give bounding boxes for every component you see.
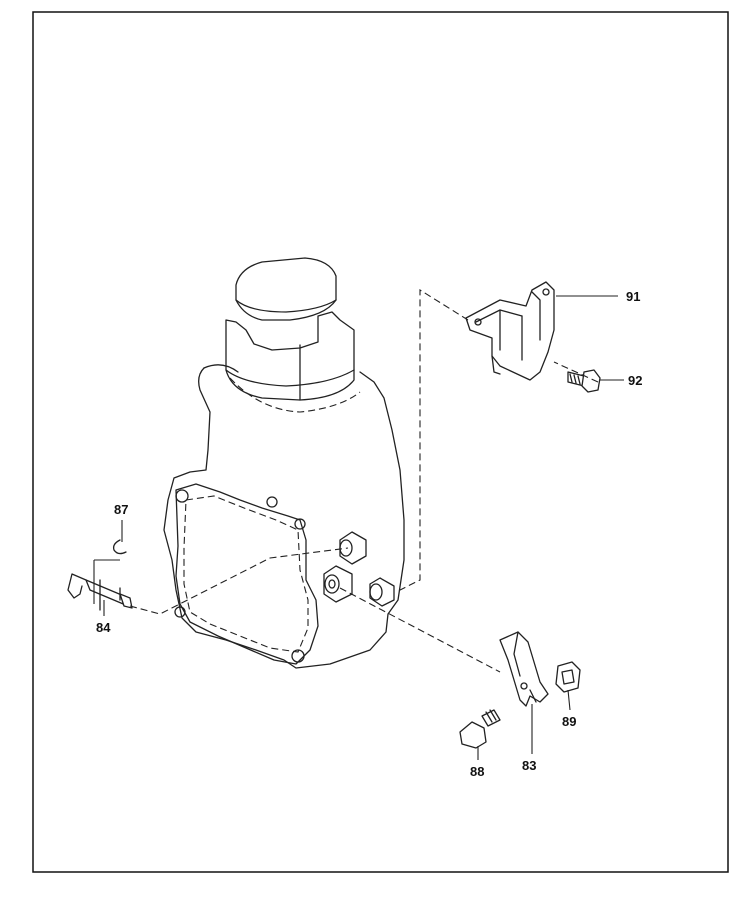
gear-case-housing xyxy=(163,257,405,669)
housing-boss-lower xyxy=(369,577,395,607)
lever-part xyxy=(499,631,549,707)
screw-part xyxy=(459,709,501,749)
callout-87: 87 xyxy=(114,502,128,517)
clip-part xyxy=(112,539,127,555)
callout-83: 83 xyxy=(522,758,536,773)
diagram-frame xyxy=(32,11,729,873)
nut-part xyxy=(555,661,581,693)
callout-89: 89 xyxy=(562,714,576,729)
leader-lines xyxy=(93,295,624,760)
bracket-part xyxy=(465,281,555,381)
housing-boss-upper xyxy=(339,531,367,565)
housing-boss-middle xyxy=(323,565,353,603)
shift-rod-part xyxy=(67,573,133,611)
assembly-dashed-lines xyxy=(129,289,599,673)
callout-88: 88 xyxy=(470,764,484,779)
callout-84: 84 xyxy=(96,620,111,635)
callout-92: 92 xyxy=(628,373,642,388)
callout-91: 91 xyxy=(626,289,640,304)
bolt-part xyxy=(567,369,601,393)
